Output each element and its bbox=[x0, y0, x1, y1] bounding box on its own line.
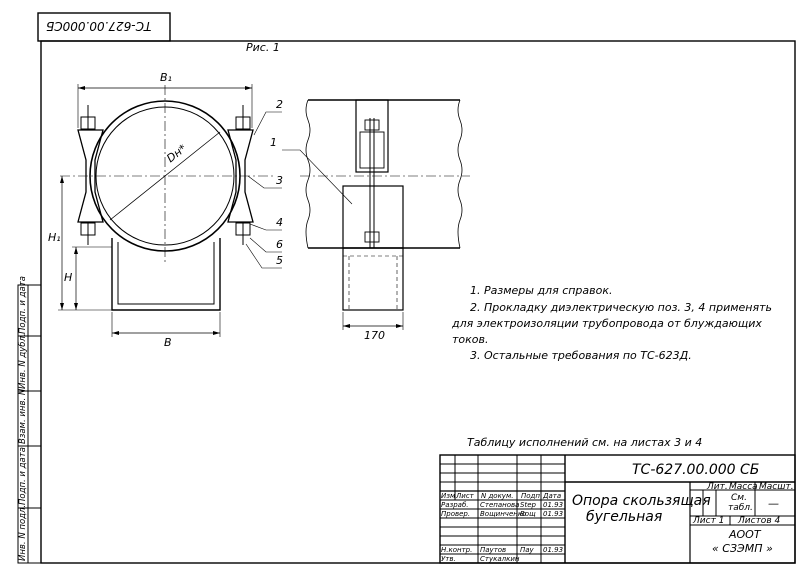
doc-code: ТС-627.00.000 СБ bbox=[632, 462, 760, 478]
prover-name: Вощинченко bbox=[480, 510, 527, 518]
sheets-label: Листов 4 bbox=[738, 516, 781, 526]
dim-h1-label: H₁ bbox=[48, 231, 61, 244]
note-2-cont: для электроизоляции трубопровода от блуж… bbox=[452, 317, 762, 330]
dim-h-label: H bbox=[64, 271, 73, 284]
dim-b-label: B bbox=[164, 336, 172, 349]
note-2-end: токов. bbox=[452, 333, 489, 346]
prover-role: Провер. bbox=[441, 510, 471, 518]
table-reference: Таблицу исполнений см. на листах 3 и 4 bbox=[467, 436, 703, 449]
dim-b1-label: B₁ bbox=[160, 71, 172, 84]
nkontr-date: 01.93 bbox=[543, 546, 564, 554]
mass-label: Масса bbox=[729, 482, 758, 492]
hdr-podp: Подп bbox=[521, 492, 540, 500]
side-label-inv-dubl: Инв. N дубл. bbox=[18, 333, 28, 389]
lit-label: Лит. bbox=[707, 482, 728, 492]
side-label-podp-data-1: Подп. и дата bbox=[18, 447, 28, 505]
nkontr-role: Н.контр. bbox=[441, 546, 473, 554]
sheet-label: Лист 1 bbox=[693, 516, 725, 526]
utv-role: Утв. bbox=[441, 555, 456, 563]
nkontr-name: Паутов bbox=[480, 546, 507, 554]
hdr-data: Дата bbox=[543, 492, 562, 500]
org-line2: « СЗЭМП » bbox=[712, 542, 773, 555]
razrab-name: Степанова bbox=[480, 501, 520, 509]
masht-label: Масшт. bbox=[759, 482, 794, 492]
callout-2: 2 bbox=[276, 98, 283, 111]
razrab-sign: Step bbox=[520, 501, 536, 509]
callout-3: 3 bbox=[276, 174, 283, 187]
title-block bbox=[439, 454, 796, 564]
side-label-vzam-inv: Взам. инв. N bbox=[18, 388, 28, 444]
utv-name: Стукалкин bbox=[480, 555, 520, 563]
title-line1: Опора скользящая bbox=[572, 493, 711, 509]
callout-1-side: 1 bbox=[270, 136, 277, 149]
note-3: 3. Остальные требования по ТС-623Д. bbox=[470, 349, 692, 362]
callout-5: 5 bbox=[276, 254, 283, 267]
nkontr-sign: Пау bbox=[520, 546, 534, 554]
top-stamp: ТС-627.00.000СБ bbox=[46, 19, 152, 33]
hdr-list: Лист bbox=[456, 492, 474, 500]
razrab-role: Разраб. bbox=[441, 501, 469, 509]
title-line2: бугельная bbox=[586, 509, 663, 525]
mass-value2: табл. bbox=[728, 503, 753, 513]
frame bbox=[37, 12, 796, 564]
side-view bbox=[282, 99, 470, 330]
side-label-podp-data-2: Подп. и дата bbox=[18, 276, 28, 334]
callout-6: 6 bbox=[276, 238, 283, 251]
prover-date: 01.93 bbox=[543, 510, 564, 518]
prover-sign: Вощ bbox=[520, 510, 536, 518]
note-2: 2. Прокладку диэлектрическую поз. 3, 4 п… bbox=[470, 301, 772, 314]
razrab-date: 01.93 bbox=[543, 501, 564, 509]
front-view bbox=[58, 84, 282, 337]
hdr-ndokum: N докум. bbox=[481, 492, 514, 500]
side-label-inv-podl: Инв. N подл. bbox=[18, 504, 28, 561]
note-1: 1. Размеры для справок. bbox=[470, 284, 613, 297]
figure-label: Рис. 1 bbox=[246, 41, 280, 54]
org-line1: АООТ bbox=[729, 528, 761, 541]
masht-value: — bbox=[768, 497, 779, 510]
side-stamp-strip bbox=[17, 284, 42, 564]
mass-value1: См. bbox=[731, 493, 747, 503]
hdr-izm: Изм bbox=[441, 492, 456, 500]
dim-170-label: 170 bbox=[364, 329, 385, 342]
callout-4: 4 bbox=[276, 216, 283, 229]
